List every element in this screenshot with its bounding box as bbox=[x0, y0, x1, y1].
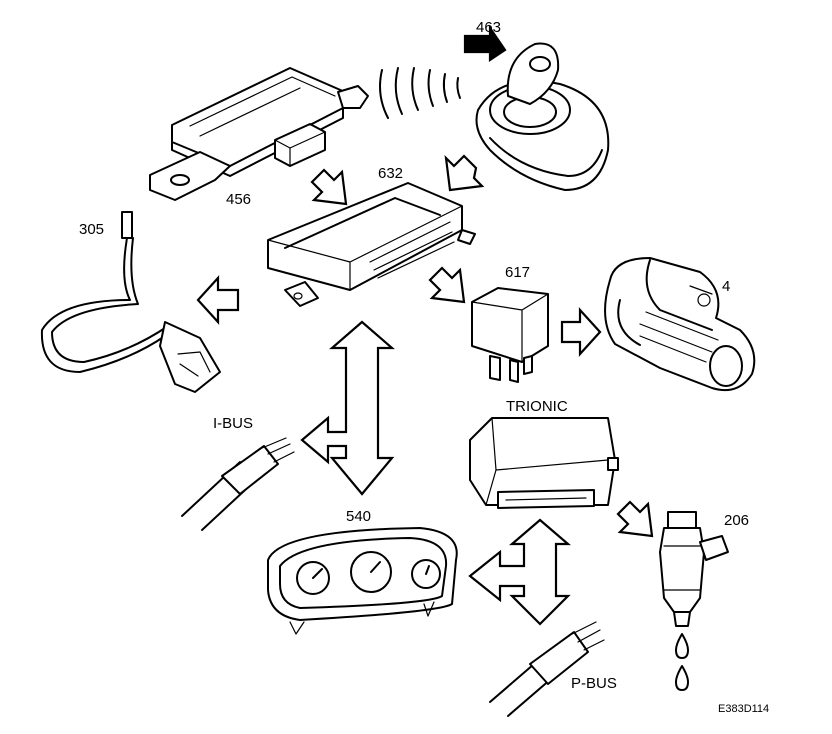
trionic-ecu bbox=[469, 417, 619, 509]
ignition-switch-463 bbox=[463, 24, 610, 191]
label-cluster: 540 bbox=[346, 508, 372, 525]
control-module-632 bbox=[267, 182, 476, 307]
signal-waves bbox=[379, 67, 461, 119]
signal-arrows bbox=[196, 154, 654, 626]
label-starter: 4 bbox=[722, 278, 731, 295]
instrument-cluster-540 bbox=[267, 527, 458, 635]
label-control-module: 632 bbox=[378, 165, 404, 182]
arrow-trionic-to-injector bbox=[616, 500, 654, 538]
ibus-cable bbox=[181, 437, 295, 531]
arrow-pbus-bidirectional bbox=[468, 518, 571, 626]
fuel-injector-206 bbox=[659, 511, 729, 627]
label-trionic: TRIONIC bbox=[506, 398, 568, 415]
arrow-key-to-632 bbox=[444, 154, 485, 192]
arrow-632-to-relay bbox=[428, 266, 466, 304]
figure-code: E383D114 bbox=[718, 703, 770, 715]
starter-motor-4 bbox=[604, 257, 756, 392]
label-alarm-unit: 456 bbox=[226, 191, 252, 208]
arrow-relay-to-starter bbox=[560, 307, 602, 357]
arrow-632-to-305 bbox=[196, 275, 240, 325]
label-pbus: P-BUS bbox=[571, 675, 617, 692]
label-ibus: I-BUS bbox=[213, 415, 254, 432]
alarm-unit-456 bbox=[149, 67, 369, 201]
label-sensor: 305 bbox=[79, 221, 105, 238]
label-injector: 206 bbox=[724, 512, 750, 529]
sensor-305 bbox=[40, 211, 221, 393]
label-key: 463 bbox=[476, 19, 502, 36]
label-relay: 617 bbox=[505, 264, 531, 281]
arrow-456-to-632 bbox=[310, 168, 348, 206]
fuel-drops bbox=[675, 633, 689, 691]
arrow-ibus-bidirectional bbox=[300, 320, 395, 496]
relay-617 bbox=[471, 287, 549, 383]
pbus-cable bbox=[489, 621, 605, 717]
